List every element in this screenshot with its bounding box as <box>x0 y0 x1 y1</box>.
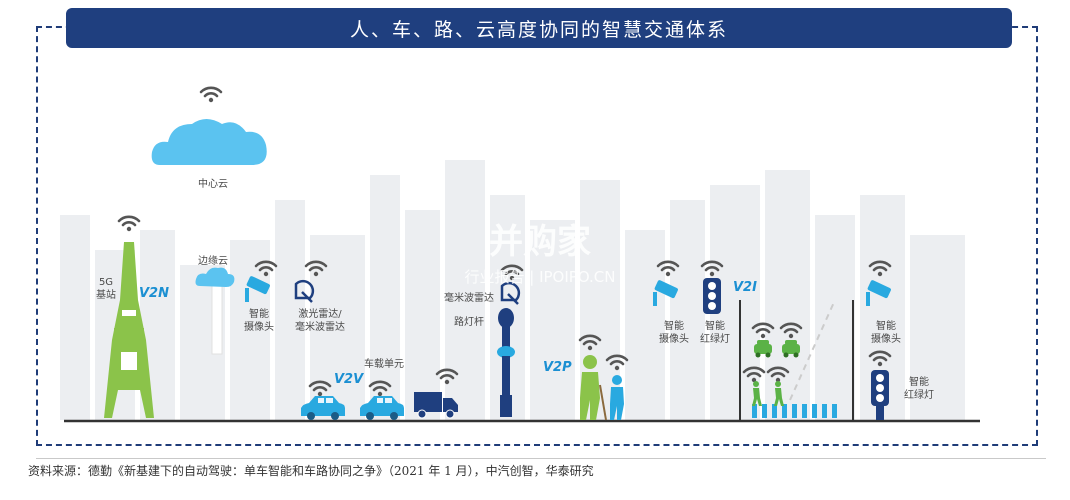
camera-2-label: 智能 摄像头 <box>659 321 689 345</box>
v2v-label: V2V <box>334 372 364 387</box>
camera-3-label: 智能 摄像头 <box>871 321 901 345</box>
lane-marking <box>789 299 836 401</box>
edge-cloud <box>195 267 235 355</box>
wifi-icon <box>117 215 141 233</box>
central-cloud-label: 中心云 <box>198 179 228 190</box>
camera-1-label: 智能 摄像头 <box>244 309 274 333</box>
traffic-light-2-label: 智能 红绿灯 <box>904 377 934 401</box>
pedestrians <box>578 334 629 421</box>
radar-1-label: 激光雷达/ 毫米波雷达 <box>295 309 345 333</box>
city-skyline <box>60 160 965 420</box>
traffic-light-1-label: 智能 红绿灯 <box>700 321 730 345</box>
v2n-label: V2N <box>139 286 169 301</box>
truck-icon <box>414 368 459 419</box>
watermark-brand: 并购家 <box>489 222 591 262</box>
wifi-icon <box>199 86 223 104</box>
central-cloud <box>151 86 267 165</box>
traffic-light-icon <box>871 370 889 406</box>
lamp-post-label: 路灯杆 <box>454 317 484 328</box>
edge-cloud-icon <box>195 267 235 287</box>
source-note: 资料来源：德勤《新基建下的自动驾驶：单车智能和车路协同之争》（2021 年 1 … <box>28 464 594 478</box>
5g-base-station <box>104 215 154 418</box>
crosswalk <box>752 404 837 418</box>
watermark-subtitle: 行业报告 | IPOIPO.CN <box>464 268 616 286</box>
lamp-post <box>497 264 524 417</box>
footer-divider <box>36 458 1046 459</box>
v2i-label: V2I <box>733 280 757 295</box>
radar-2-label: 毫米波雷达 <box>444 293 494 304</box>
base-station-label: 5G 基站 <box>96 277 116 301</box>
traffic-light-pole <box>876 406 884 420</box>
vehicle-unit-label: 车载单元 <box>364 359 404 370</box>
lidar-radar-1 <box>294 260 328 303</box>
page-title: 人、车、路、云高度协同的智慧交通体系 <box>66 8 1012 48</box>
traffic-light-icon <box>703 278 721 314</box>
cloud-icon <box>151 119 267 165</box>
edge-cloud-label: 边缘云 <box>198 256 228 267</box>
v2p-label: V2P <box>543 360 572 375</box>
